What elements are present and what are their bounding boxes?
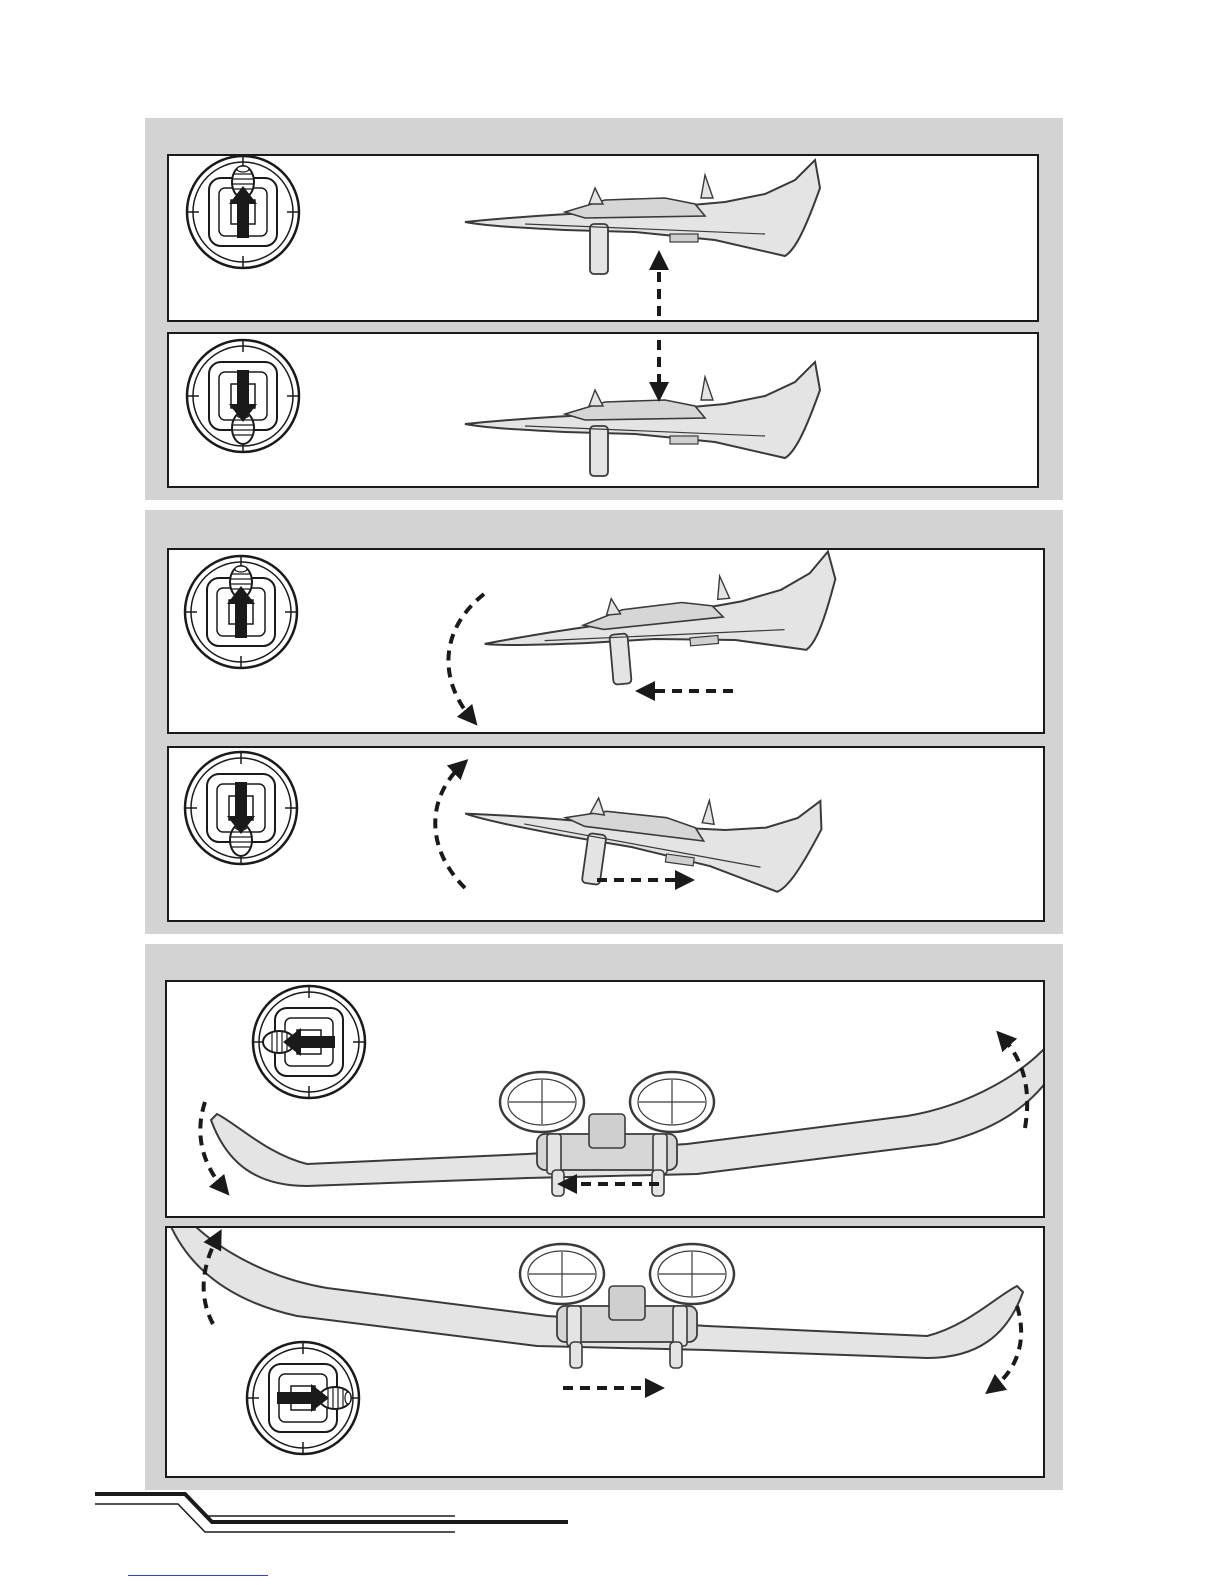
- footer-link-underline[interactable]: [128, 1575, 268, 1576]
- transmitter-stick-down-icon: [187, 340, 299, 452]
- curved-dashed-arrow-icon: [435, 766, 465, 888]
- transmitter-stick-right-icon: [247, 1342, 359, 1454]
- curved-dashed-arrow-icon: [448, 594, 484, 718]
- aileron-right-panel: [165, 1226, 1045, 1478]
- transmitter-stick-left-icon: [253, 986, 365, 1098]
- transmitter-stick-up-icon: [185, 556, 297, 668]
- aircraft-side-view: [465, 362, 820, 476]
- throttle-up-panel: [167, 154, 1039, 322]
- aircraft-pitch-view: [458, 752, 825, 914]
- aircraft-side-view: [465, 160, 820, 274]
- footer-rule: [0, 1480, 600, 1540]
- aileron-section: [145, 944, 1063, 1490]
- elevator-section: [145, 510, 1063, 934]
- transmitter-stick-down-icon: [185, 752, 297, 864]
- elevator-up-panel: [167, 548, 1045, 734]
- aileron-left-panel: [165, 980, 1045, 1218]
- throttle-section: [145, 118, 1063, 500]
- throttle-down-panel: [167, 332, 1039, 488]
- elevator-down-panel: [167, 746, 1045, 922]
- aircraft-pitch-view: [479, 551, 843, 696]
- transmitter-stick-up-icon: [187, 156, 299, 268]
